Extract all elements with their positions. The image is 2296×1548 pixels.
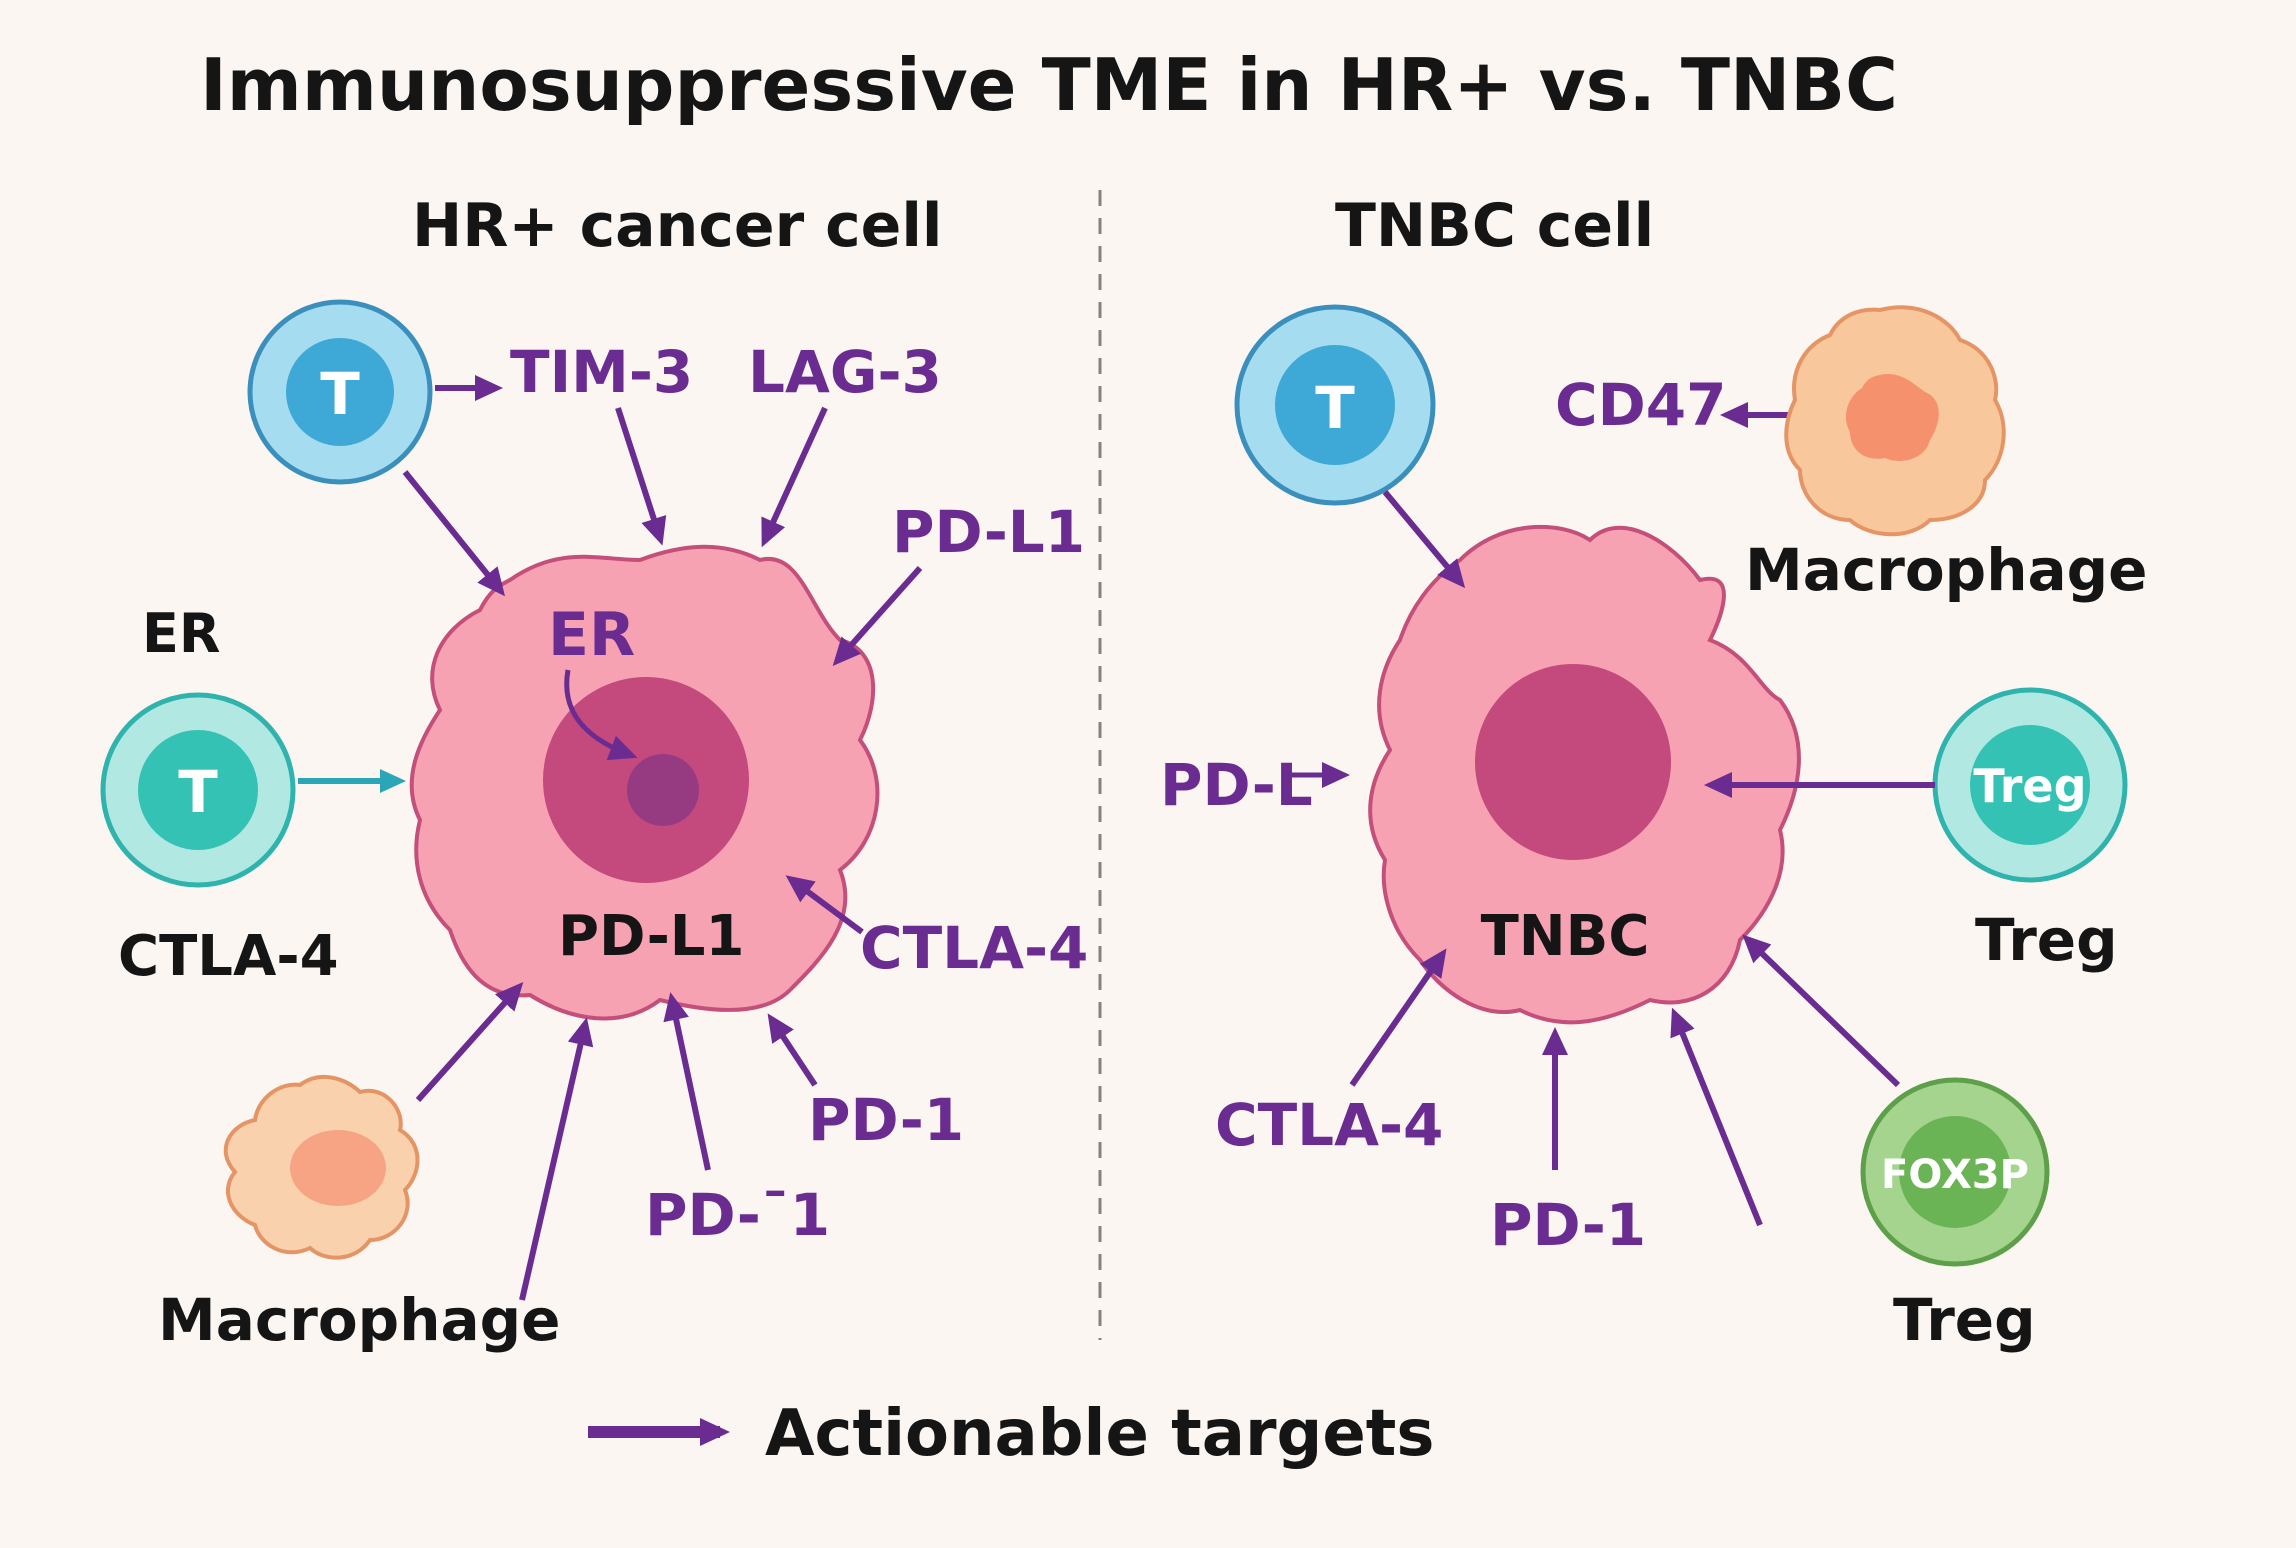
- hr-pd1-right-arrow: [767, 1013, 818, 1087]
- hr-t-cell-left: [100, 692, 296, 888]
- tnbc-bottom-arrow: [1670, 1007, 1763, 1227]
- hr-macrophage-label: Macrophage: [158, 1286, 561, 1354]
- tnbc-treg-label-1: Treg: [1975, 906, 2118, 974]
- hr-macrophage-label-arrow: [519, 1017, 594, 1301]
- hr-pd1-right-label: PD-1: [808, 1086, 964, 1154]
- hr-pdl1-right-label: PD-L1: [892, 498, 1085, 566]
- hr-panel-heading: HR+ cancer cell: [412, 191, 942, 261]
- hr-macrophage-nucleus: [290, 1130, 386, 1206]
- hr-macrophage-arrow: [415, 982, 524, 1102]
- tnbc-panel-heading: TNBC cell: [1335, 191, 1654, 261]
- tnbc-foxp3-text: FOX3P: [1881, 1152, 2029, 1198]
- tnbc-pdl-label: PD-L: [1160, 751, 1313, 819]
- tnbc-tcell-arrow: [1382, 490, 1466, 589]
- tnbc-t-cell: [1234, 304, 1436, 506]
- hr-lag3-arrow: [761, 406, 828, 548]
- hr-pd1-bottom-arrow: [663, 992, 711, 1171]
- hr-cell-nucleolus: [627, 754, 699, 826]
- hr-ctla4-left-label: CTLA-4: [118, 924, 339, 989]
- tnbc-pd1-label: PD-1: [1490, 1191, 1646, 1259]
- hr-pd1-bottom-label: PD-¯1: [645, 1181, 830, 1249]
- tnbc-foxp3-arrow: [1742, 934, 1901, 1088]
- hr-tcell-to-cell-arrow: [402, 470, 506, 597]
- tnbc-ctla4-arrow: [1349, 948, 1447, 1087]
- diagram-title: Immunosuppressive TME in HR+ vs. TNBC: [200, 43, 1898, 127]
- tnbc-cd47-label: CD47: [1555, 371, 1726, 439]
- tnbc-macrophage-label: Macrophage: [1745, 536, 2148, 604]
- hr-cancer-cell: [409, 544, 880, 1021]
- hr-tim3-label: TIM-3: [510, 338, 693, 406]
- tnbc-treg-label-2: Treg: [1893, 1286, 2036, 1354]
- hr-cell-label: PD-L1: [558, 904, 744, 969]
- hr-t-cell-left-label: T: [178, 758, 218, 826]
- tnbc-macrophage-nucleus: [1845, 373, 1939, 461]
- hr-lag3-label: LAG-3: [748, 338, 942, 406]
- hr-er-arrow: [564, 669, 638, 761]
- tnbc-cancer-cell: [1368, 524, 1801, 1025]
- hr-nucleus-er-label: ER: [548, 600, 635, 670]
- hr-tim3-arrow: [615, 407, 667, 546]
- tnbc-treg-cell: [1932, 687, 2128, 883]
- hr-ctla4-right-label: CTLA-4: [860, 914, 1088, 982]
- tnbc-treg-cell-text: Treg: [1973, 759, 2086, 813]
- tnbc-ctla4-label: CTLA-4: [1215, 1091, 1443, 1159]
- tnbc-cell-label: TNBC: [1481, 904, 1650, 969]
- tnbc-foxp3-cell: [1860, 1077, 2050, 1267]
- hr-ctla4-right-arrow: [785, 875, 864, 935]
- hr-er-label: ER: [142, 602, 220, 665]
- tnbc-cell-nucleus: [1475, 664, 1671, 860]
- hr-t-cell-top: [247, 299, 433, 485]
- hr-pdl1-right-arrow: [832, 566, 923, 666]
- hr-t-cell-top-label: T: [320, 360, 360, 428]
- legend-label: Actionable targets: [765, 1397, 1434, 1471]
- tnbc-t-cell-label: T: [1315, 374, 1355, 442]
